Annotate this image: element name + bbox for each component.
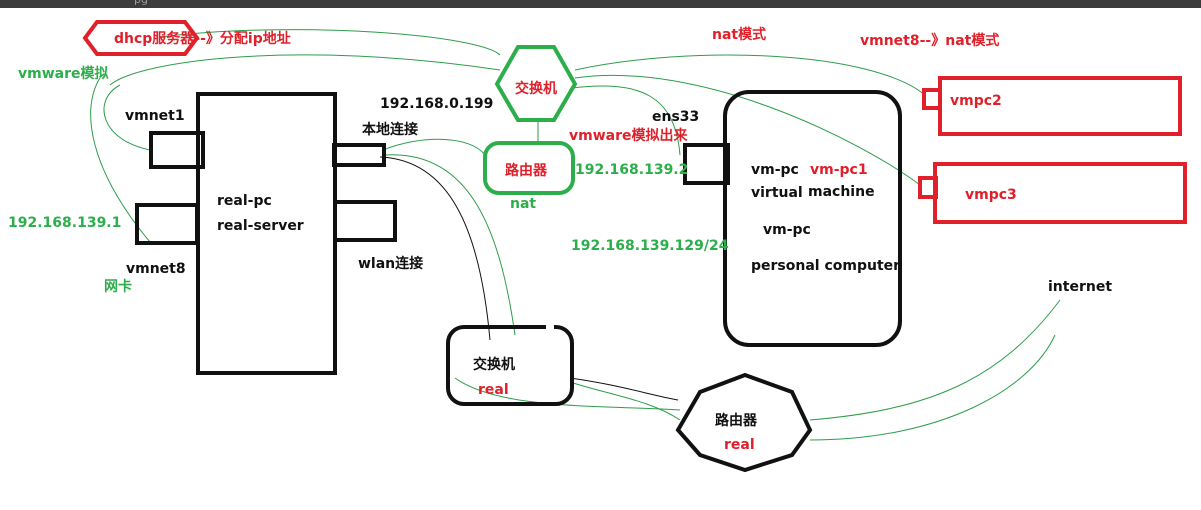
vmpc2-adapter — [922, 88, 942, 110]
vmnet8-label: vmnet8 — [126, 261, 186, 277]
machine-label: machine — [808, 184, 875, 200]
vmpc3-adapter — [918, 176, 938, 199]
wlan-adapter — [333, 200, 397, 242]
vmnet1-label: vmnet1 — [125, 108, 185, 124]
personal-computer-label: personal computer — [751, 258, 900, 274]
real-router-hexagon — [675, 372, 813, 473]
real-switch-label: 交换机 — [473, 356, 515, 373]
vmware-sim-label: vmware模拟 — [18, 65, 109, 82]
link-switch-to-ens33 — [571, 85, 681, 156]
ip-0199-label: 192.168.0.199 — [380, 96, 493, 112]
link-vmnet1-loop — [103, 84, 151, 151]
link-localconn-to-switch-real — [384, 154, 516, 336]
vmware-sim-out-label: vmware模拟出来 — [569, 127, 688, 144]
virtual-switch-hexagon — [494, 45, 578, 122]
virtual-router-label: 路由器 — [505, 162, 548, 179]
vmpc2-label: vmpc2 — [950, 93, 1002, 109]
green-links — [90, 29, 1061, 441]
link-dhcp-to-switch — [159, 29, 501, 56]
ip-1391-label: 192.168.139.1 — [8, 215, 121, 231]
real-router-real-label: real — [724, 437, 755, 453]
real-server-label: real-server — [217, 218, 304, 234]
vm-pc-label: vm-pc — [751, 162, 799, 178]
local-connection-label: 本地连接 — [362, 121, 418, 138]
wlan-label: wlan连接 — [358, 255, 423, 272]
vmnet8-adapter — [135, 203, 199, 245]
link-realrouter-to-internet-2 — [809, 334, 1056, 441]
dhcp-label: dhcp服务器--》分配ip地址 — [114, 30, 291, 47]
link-switch-to-vmpc2 — [574, 54, 926, 96]
link-localconn-to-router — [382, 138, 486, 156]
nat-mode-label: nat模式 — [712, 26, 766, 43]
link-switch-to-vmpc3 — [574, 74, 921, 186]
ip-139129-label: 192.168.139.129/24 — [571, 238, 729, 254]
real-switch-gap — [546, 322, 554, 330]
virtual-label: virtual — [751, 185, 803, 201]
black-link-switch-to-router — [569, 377, 679, 401]
link-vmware-to-switch — [109, 54, 501, 86]
link-realrouter-to-internet-1 — [809, 299, 1061, 421]
link-left-loop — [90, 77, 151, 243]
top-bar-fragment: pg — [134, 0, 148, 6]
window-top-bar: pg — [0, 0, 1201, 8]
ip-1392-label: 192.168.139.2 — [575, 162, 688, 178]
vm-pc1-label: vm-pc1 — [810, 162, 868, 178]
vmpc3-label: vmpc3 — [965, 187, 1017, 203]
black-link-local-to-switch — [379, 156, 491, 341]
ens33-label: ens33 — [652, 109, 699, 125]
internet-label: internet — [1048, 279, 1112, 295]
vmnet1-adapter — [149, 131, 205, 169]
dhcp-server-hexagon — [82, 20, 200, 56]
local-connection-adapter — [332, 143, 386, 167]
real-router-label: 路由器 — [715, 412, 758, 429]
ens33-adapter — [683, 143, 730, 185]
virtual-router-box — [483, 141, 575, 195]
vmnet8-nat-label: vmnet8--》nat模式 — [860, 32, 999, 49]
real-pc-label: real-pc — [217, 193, 272, 209]
real-switch-box — [446, 325, 574, 406]
real-switch-real-label: real — [478, 382, 509, 398]
vm-pc-box — [723, 90, 902, 347]
vm-pc-second-label: vm-pc — [763, 222, 811, 238]
virtual-switch-label: 交换机 — [515, 80, 557, 97]
nic-label: 网卡 — [104, 278, 132, 295]
link-realswitch-to-realrouter — [569, 381, 681, 421]
nat-label: nat — [510, 196, 536, 212]
